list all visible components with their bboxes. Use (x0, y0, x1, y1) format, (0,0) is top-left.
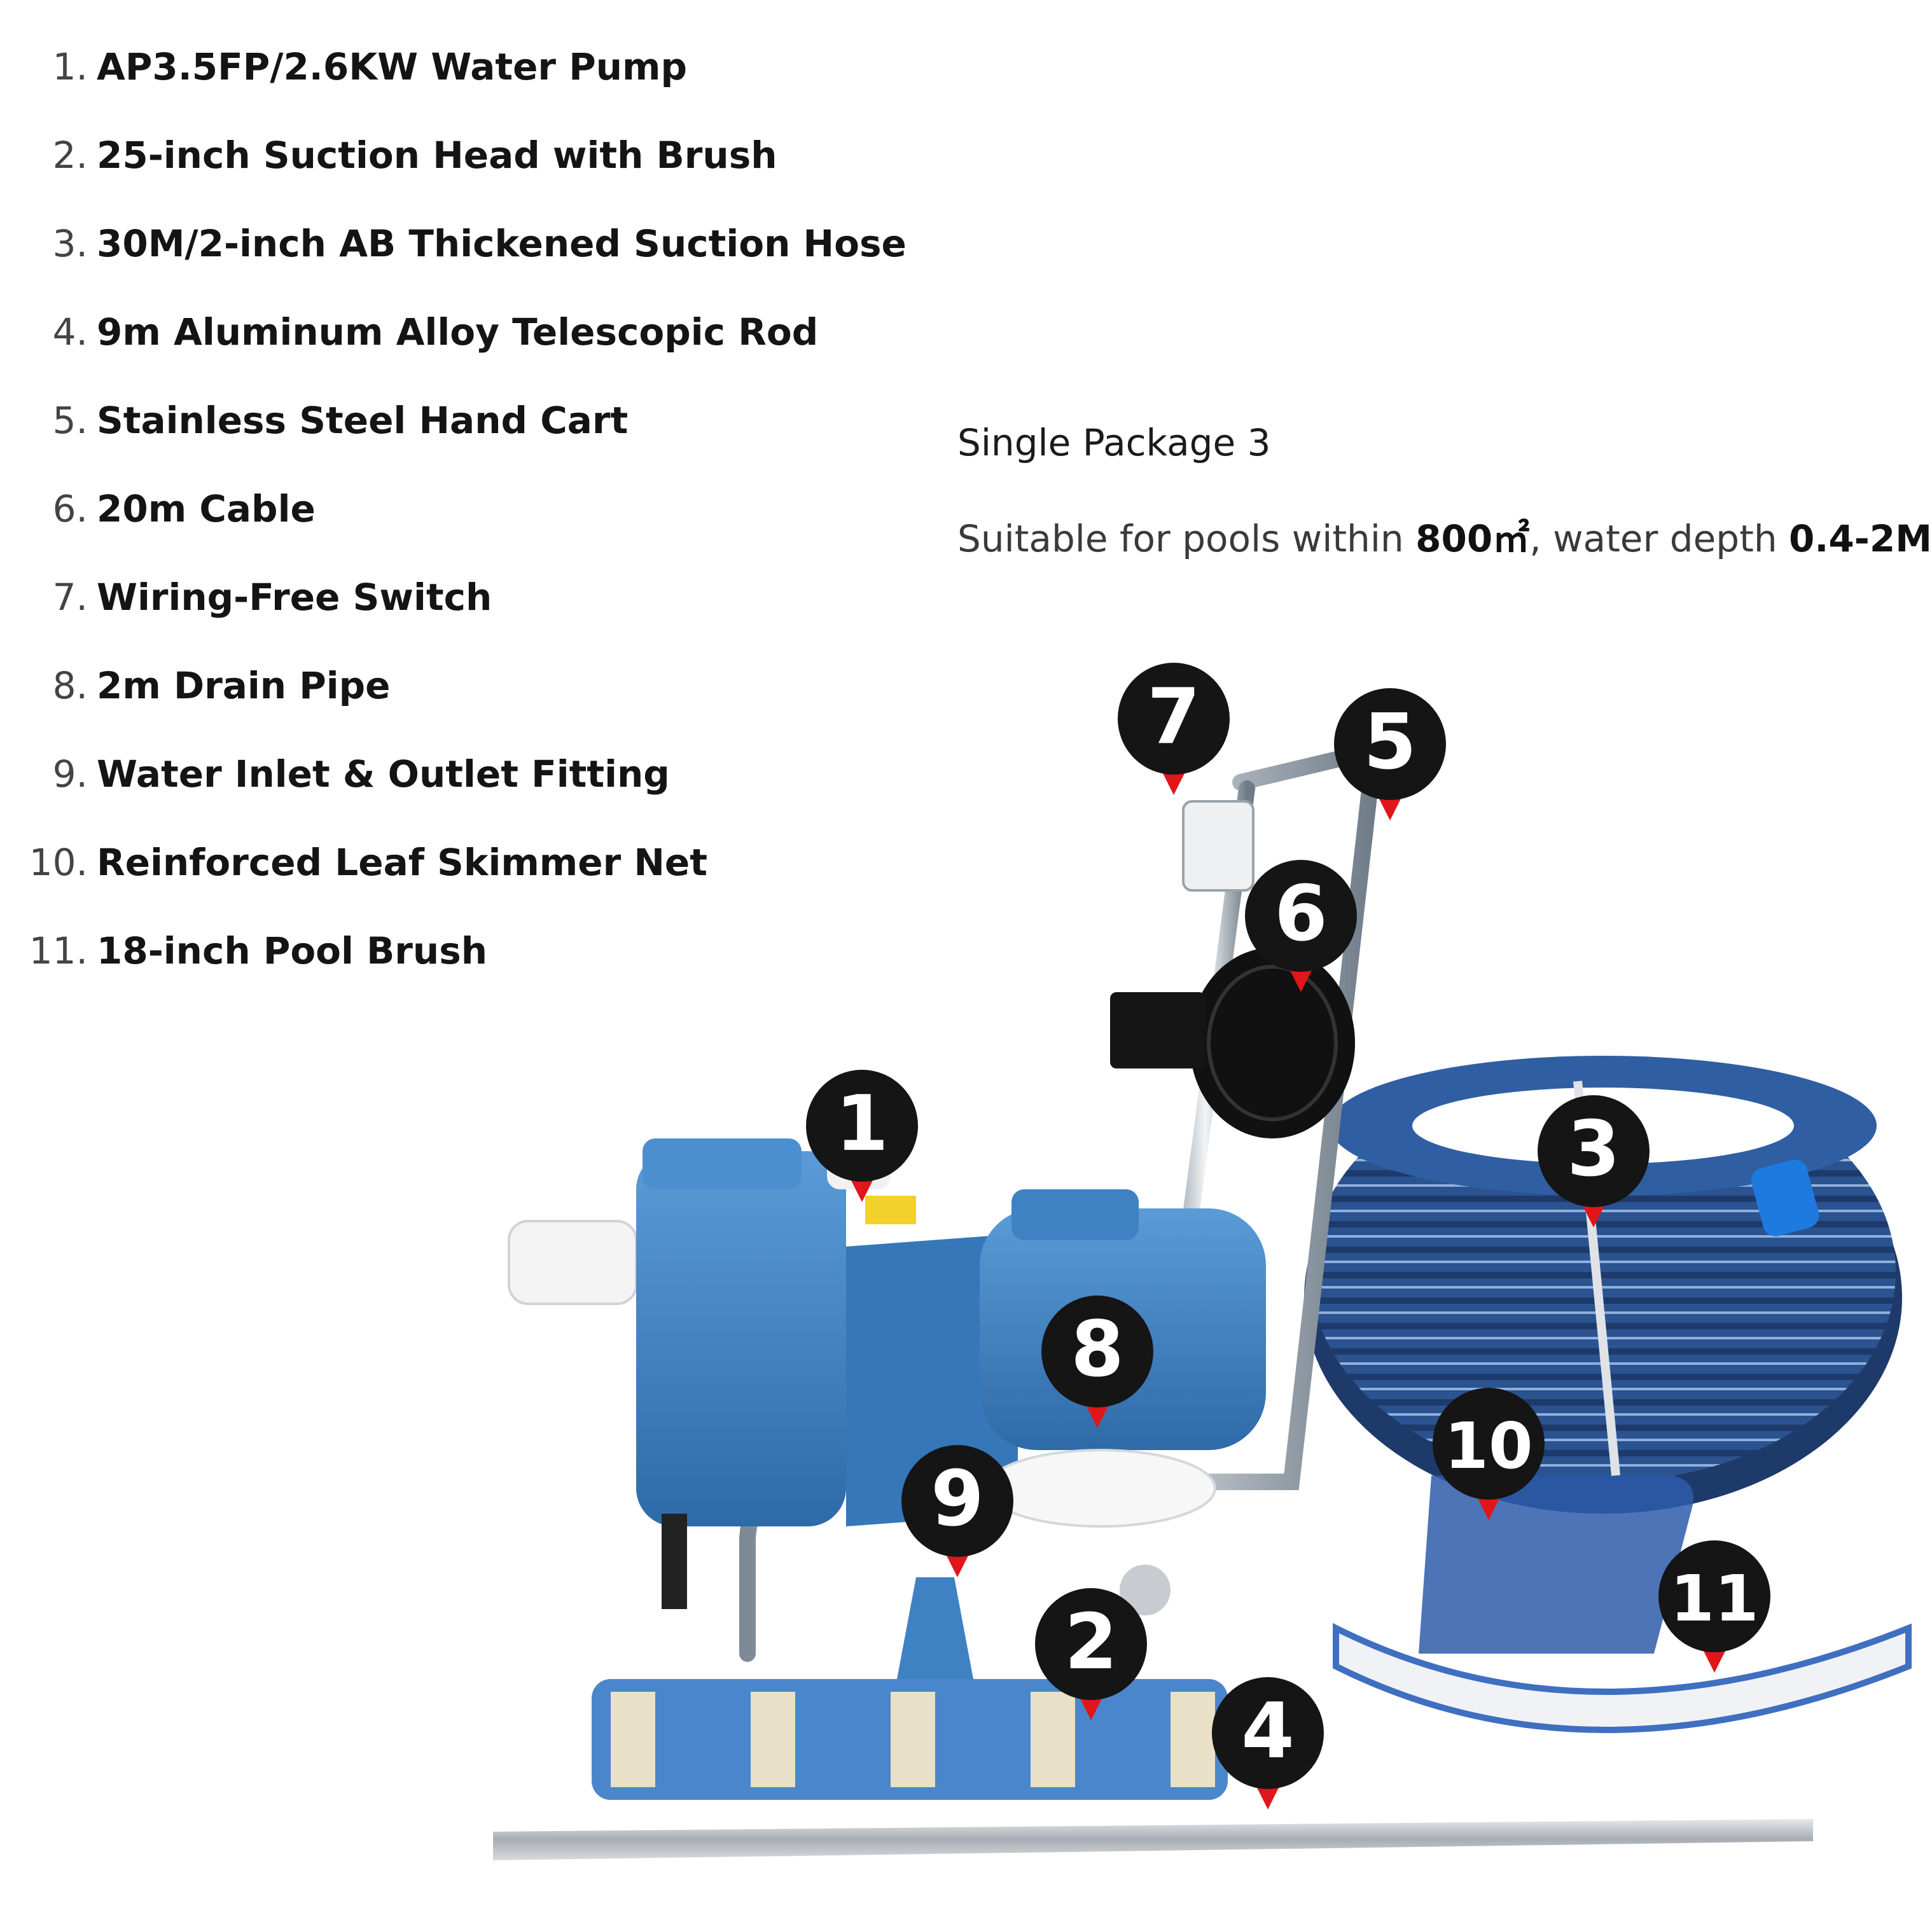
item-label: AP3.5FP/2.6KW Water Pump (97, 45, 687, 88)
item-label: Wiring-Free Switch (97, 576, 492, 619)
suction-head (592, 1577, 1228, 1800)
telescopic-rod (493, 1819, 1813, 1860)
list-item: 6.20m Cable (19, 480, 316, 537)
marker-number: 10 (1444, 1409, 1532, 1483)
marker-number: 2 (1064, 1598, 1118, 1687)
marker-9: 9 (901, 1445, 1013, 1577)
marker-number: 3 (1567, 1105, 1620, 1194)
package-desc-mid: , water depth (1529, 517, 1790, 560)
water-pump (508, 1132, 1266, 1609)
markers: 1 2 3 4 56 7 89 10 11 (806, 663, 1770, 1809)
marker-1: 1 (806, 1070, 918, 1202)
item-label: 2m Drain Pipe (97, 664, 391, 707)
marker-4: 4 (1212, 1677, 1324, 1809)
marker-10: 10 (1433, 1388, 1545, 1520)
marker-number: 6 (1274, 870, 1328, 958)
marker-number: 7 (1147, 673, 1200, 761)
item-number: 3. (52, 222, 88, 265)
marker-2: 2 (1035, 1588, 1147, 1720)
list-item: 4.9m Aluminum Alloy Telescopic Rod (19, 303, 819, 361)
list-item: 8.2m Drain Pipe (19, 657, 391, 714)
drain-pipe (985, 1449, 1216, 1528)
item-number: 5. (52, 399, 88, 442)
marker-number: 11 (1670, 1561, 1758, 1636)
package-desc-prefix: Suitable for pools within (957, 517, 1416, 560)
cable-coil (1110, 948, 1355, 1138)
package-depth: 0.4-2M (1789, 517, 1932, 560)
marker-5: 5 (1334, 688, 1446, 820)
list-item: 10.Reinforced Leaf Skimmer Net (19, 834, 707, 891)
item-label: Stainless Steel Hand Cart (97, 399, 629, 442)
marker-number: 9 (931, 1455, 984, 1544)
list-item: 5.Stainless Steel Hand Cart (19, 392, 629, 449)
list-item: 1.AP3.5FP/2.6KW Water Pump (19, 38, 687, 95)
item-label: Reinforced Leaf Skimmer Net (97, 841, 707, 884)
marker-number: 1 (835, 1080, 889, 1168)
item-number: 9. (52, 752, 88, 796)
item-number: 8. (52, 664, 88, 707)
package-area: 800㎡ (1415, 517, 1530, 560)
list-item: 11.18-inch Pool Brush (19, 922, 487, 979)
item-label: 9m Aluminum Alloy Telescopic Rod (97, 310, 819, 354)
list-item: 7.Wiring-Free Switch (19, 569, 492, 626)
item-number: 6. (52, 487, 88, 530)
marker-6: 6 (1245, 860, 1357, 992)
marker-3: 3 (1538, 1095, 1650, 1227)
item-number: 4. (52, 310, 88, 354)
item-number: 1. (52, 45, 88, 88)
package-description: Suitable for pools within 800㎡, water de… (957, 509, 1932, 562)
item-number: 2. (52, 134, 88, 177)
list-item: 9.Water Inlet & Outlet Fitting (19, 745, 670, 803)
list-item: 3.30M/2-inch AB Thickened Suction Hose (19, 215, 907, 272)
item-label: Water Inlet & Outlet Fitting (97, 752, 670, 796)
list-item: 2.25-inch Suction Head with Brush (19, 127, 777, 184)
marker-number: 8 (1071, 1306, 1124, 1394)
switch-box (1182, 800, 1254, 892)
marker-number: 4 (1241, 1687, 1295, 1776)
marker-7: 7 (1118, 663, 1230, 795)
item-label: 18-inch Pool Brush (97, 929, 488, 972)
item-label: 30M/2-inch AB Thickened Suction Hose (97, 222, 907, 265)
item-number: 7. (52, 576, 88, 619)
marker-8: 8 (1041, 1296, 1153, 1428)
marker-number: 5 (1363, 698, 1417, 787)
item-label: 25-inch Suction Head with Brush (97, 134, 777, 177)
item-number: 11. (29, 929, 88, 972)
item-label: 20m Cable (97, 487, 316, 530)
item-number: 10. (29, 841, 88, 884)
package-title: Single Package 3 (957, 421, 1271, 464)
pool-brush (1333, 1622, 1912, 1733)
marker-11: 11 (1658, 1540, 1770, 1673)
